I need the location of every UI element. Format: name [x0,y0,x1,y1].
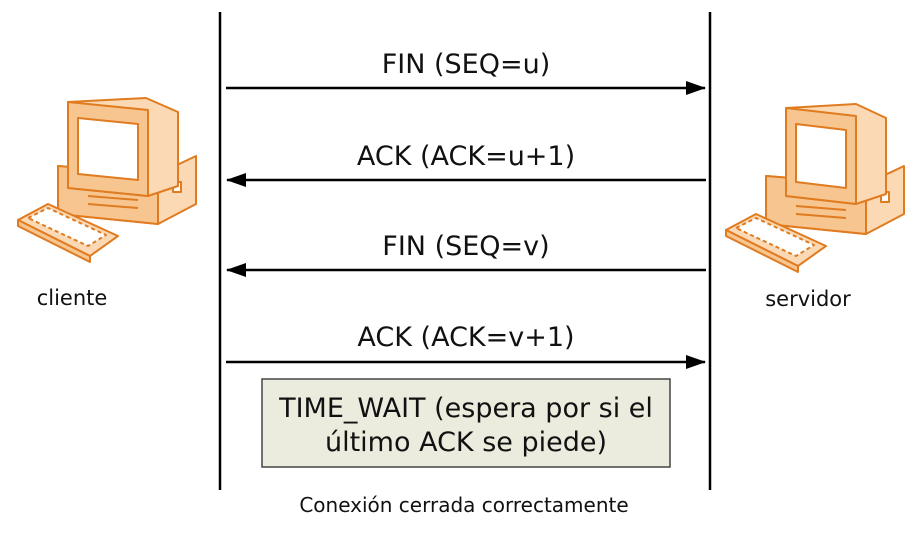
time-wait-note: TIME_WAIT (espera por si el último ACK s… [261,378,671,468]
message-label-fin-v: FIN (SEQ=v) [382,231,549,262]
server-label: servidor [765,287,851,311]
message-label-ack-u1: ACK (ACK=u+1) [357,141,575,172]
time-wait-box [261,378,671,468]
footer-caption: Conexión cerrada correctamente [299,493,628,517]
time-wait-line2: último ACK se piede) [325,427,607,458]
server-computer-icon [725,103,905,273]
client-computer-icon [17,97,197,263]
client-label: cliente [37,286,108,310]
time-wait-line1: TIME_WAIT (espera por si el [278,393,653,424]
message-label-fin-u: FIN (SEQ=u) [382,49,551,80]
message-label-ack-v1: ACK (ACK=v+1) [357,322,574,353]
